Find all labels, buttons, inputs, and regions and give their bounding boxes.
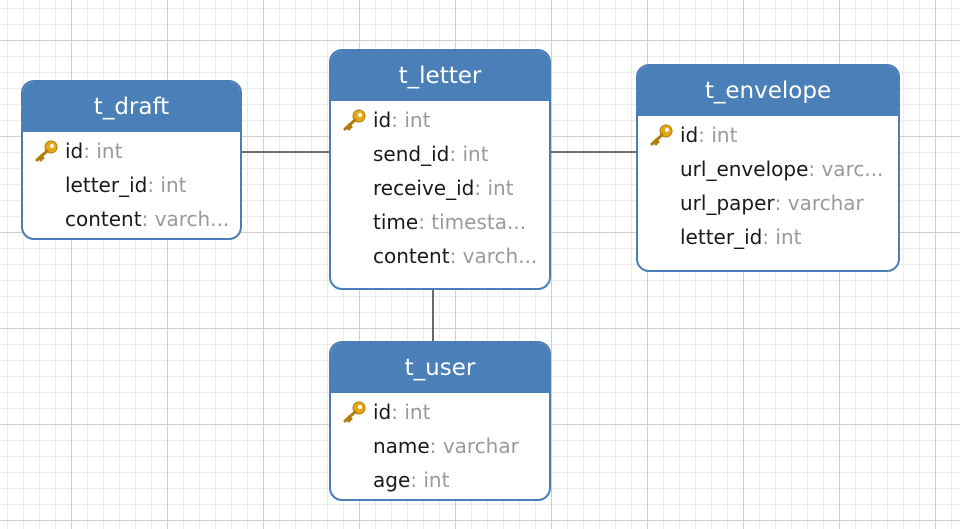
field-type: : int bbox=[83, 139, 123, 163]
entity-t-draft[interactable]: t_draft id: int letter_id: int content: … bbox=[21, 80, 242, 240]
field-row[interactable]: receive_id: int bbox=[331, 171, 549, 205]
field-name: url_envelope bbox=[680, 157, 809, 181]
field-row[interactable]: content: varch... bbox=[23, 202, 240, 236]
key-icon bbox=[343, 401, 366, 423]
entity-t-user[interactable]: t_user id: int name: varchar age: int bbox=[329, 341, 551, 501]
field-type: : varchar bbox=[774, 191, 864, 215]
field-type: : varch... bbox=[141, 207, 230, 231]
entity-title: t_envelope bbox=[638, 66, 898, 116]
field-type: : varchar bbox=[429, 434, 519, 458]
field-row[interactable]: url_paper: varchar bbox=[638, 186, 898, 220]
field-row[interactable]: send_id: int bbox=[331, 137, 549, 171]
field-type: : int bbox=[762, 225, 802, 249]
field-row[interactable]: id: int bbox=[638, 118, 898, 152]
entity-t-envelope[interactable]: t_envelope id: int url_envelope: varc...… bbox=[636, 64, 900, 272]
field-name: id bbox=[680, 123, 699, 147]
entity-t-letter[interactable]: t_letter id: int send_id: int receive_id… bbox=[329, 49, 551, 290]
field-row[interactable]: id: int bbox=[331, 103, 549, 137]
field-type: : varch... bbox=[449, 244, 538, 268]
key-icon bbox=[650, 124, 673, 146]
field-name: url_paper bbox=[680, 191, 775, 215]
field-name: letter_id bbox=[65, 173, 148, 197]
field-name: content bbox=[373, 244, 450, 268]
field-name: id bbox=[373, 400, 392, 424]
field-type: : int bbox=[474, 176, 514, 200]
field-row[interactable]: time: timesta... bbox=[331, 205, 549, 239]
entity-title: t_draft bbox=[23, 82, 240, 132]
entity-title: t_letter bbox=[331, 51, 549, 101]
field-row[interactable]: letter_id: int bbox=[638, 220, 898, 254]
field-name: letter_id bbox=[680, 225, 763, 249]
field-type: : int bbox=[391, 400, 431, 424]
field-type: : timesta... bbox=[418, 210, 527, 234]
field-row[interactable]: letter_id: int bbox=[23, 168, 240, 202]
field-row[interactable]: id: int bbox=[23, 134, 240, 168]
field-type: : int bbox=[449, 142, 489, 166]
field-type: : int bbox=[698, 123, 738, 147]
field-name: send_id bbox=[373, 142, 450, 166]
field-name: receive_id bbox=[373, 176, 475, 200]
field-type: : int bbox=[147, 173, 187, 197]
key-icon bbox=[343, 109, 366, 131]
entity-title: t_user bbox=[331, 343, 549, 393]
field-type: : int bbox=[410, 468, 450, 492]
field-row[interactable]: id: int bbox=[331, 395, 549, 429]
field-row[interactable]: name: varchar bbox=[331, 429, 549, 463]
field-row[interactable]: url_envelope: varc... bbox=[638, 152, 898, 186]
key-icon bbox=[35, 140, 58, 162]
field-name: age bbox=[373, 468, 411, 492]
field-type: : int bbox=[391, 108, 431, 132]
field-row[interactable]: content: varch... bbox=[331, 239, 549, 273]
field-name: time bbox=[373, 210, 419, 234]
field-name: name bbox=[373, 434, 430, 458]
field-row[interactable]: age: int bbox=[331, 463, 549, 497]
field-name: content bbox=[65, 207, 142, 231]
field-name: id bbox=[65, 139, 84, 163]
field-name: id bbox=[373, 108, 392, 132]
field-type: : varc... bbox=[808, 157, 884, 181]
